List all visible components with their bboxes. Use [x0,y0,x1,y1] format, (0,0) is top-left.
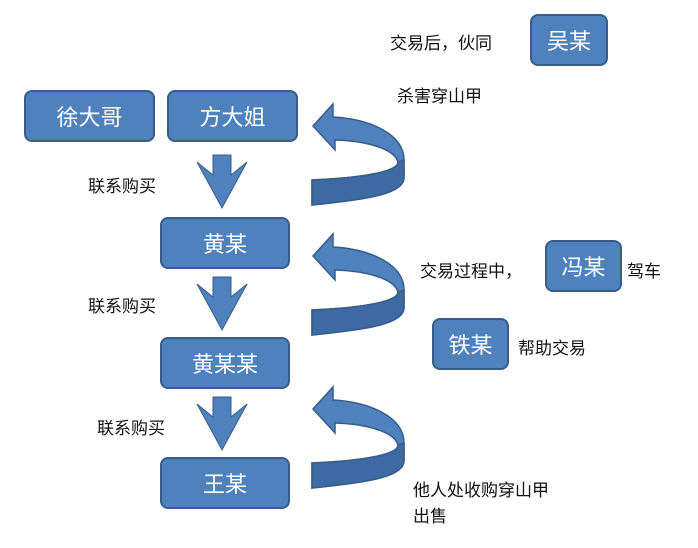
node-xu: 徐大哥 [24,90,155,142]
node-huang: 黄某 [160,217,290,269]
node-tie: 铁某 [432,318,509,370]
label-during-trade: 交易过程中， [420,262,522,282]
label-buy-line1: 他人处收购穿山甲 [413,481,549,501]
label-contact-1: 联系购买 [88,177,156,197]
node-huangmm: 黄某某 [160,337,290,389]
label-help: 帮助交易 [518,339,586,359]
label-kill: 杀害穿山甲 [397,87,482,107]
node-feng: 冯某 [545,240,622,292]
uturn-arrow-2 [311,233,405,336]
node-wu: 吴某 [530,14,608,66]
label-drive: 驾车 [627,262,661,282]
node-wang: 王某 [160,457,290,509]
down-arrow-3 [196,396,248,451]
node-fang: 方大姐 [167,90,298,142]
uturn-arrow-3 [311,386,405,489]
uturn-arrow-1 [311,103,405,206]
down-arrow-2 [196,276,248,331]
label-contact-2: 联系购买 [88,297,156,317]
label-contact-3: 联系购买 [97,419,165,439]
label-after-trade: 交易后，伙同 [390,34,492,54]
label-buy-line2: 出售 [413,507,447,527]
down-arrow-1 [196,154,248,209]
